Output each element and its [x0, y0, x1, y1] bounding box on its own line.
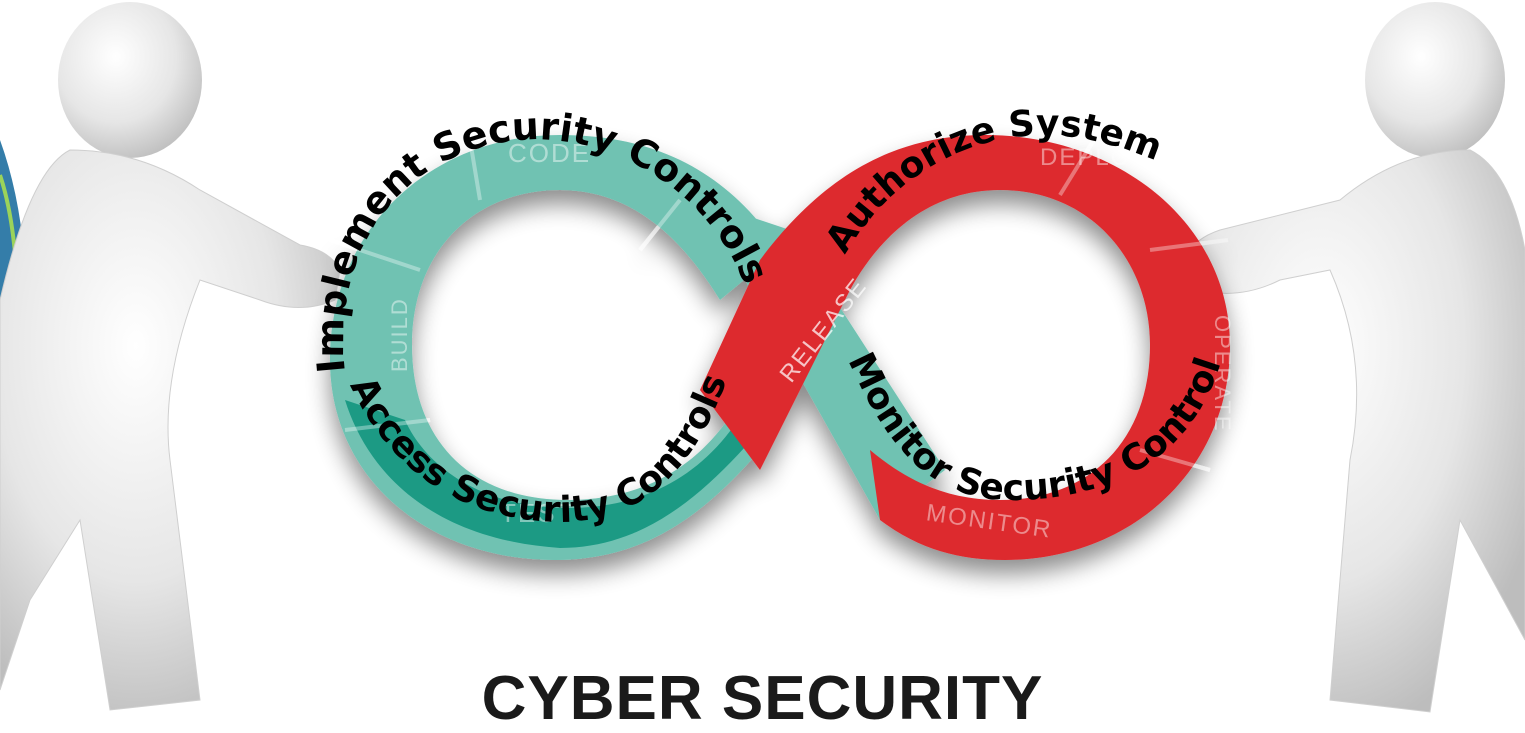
operate-stage-label: OPERATE — [1210, 315, 1235, 433]
build-stage-label: BUILD — [387, 297, 412, 372]
deploy-stage-label: DEPLOY — [1040, 144, 1149, 171]
infinity-loop — [329, 128, 1230, 560]
left-person-figure — [0, 2, 341, 711]
teal-loop — [330, 135, 780, 560]
cyber-security-title: CYBER SECURITY — [481, 664, 1044, 733]
right-person-figure — [1184, 2, 1525, 713]
red-loop — [700, 135, 1230, 560]
code-stage-label: CODE — [508, 138, 591, 168]
test-stage-label: TEST — [500, 498, 574, 528]
